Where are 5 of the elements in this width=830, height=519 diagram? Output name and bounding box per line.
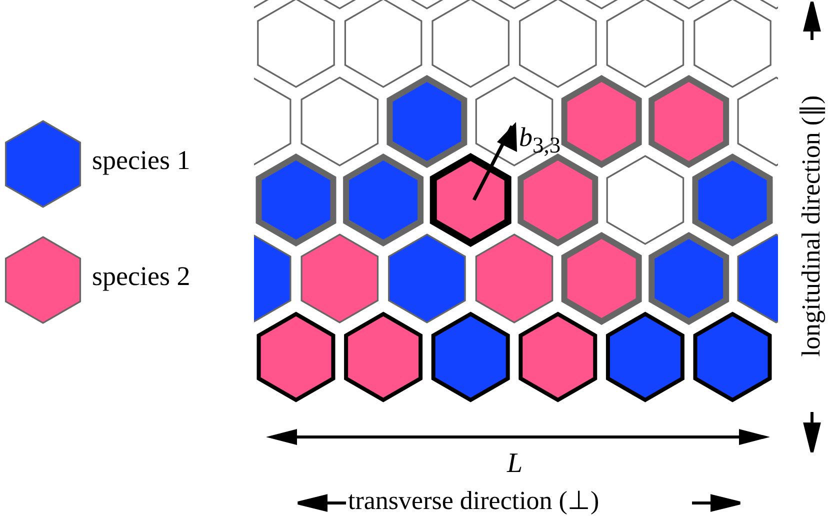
axis-label: longitudinal direction (∥) xyxy=(798,95,824,357)
axis-label: transverse direction (⊥) xyxy=(348,488,600,514)
legend-label: species 2 xyxy=(92,263,190,290)
legend-label: species 1 xyxy=(92,147,190,174)
dimension-label: L xyxy=(507,450,523,478)
